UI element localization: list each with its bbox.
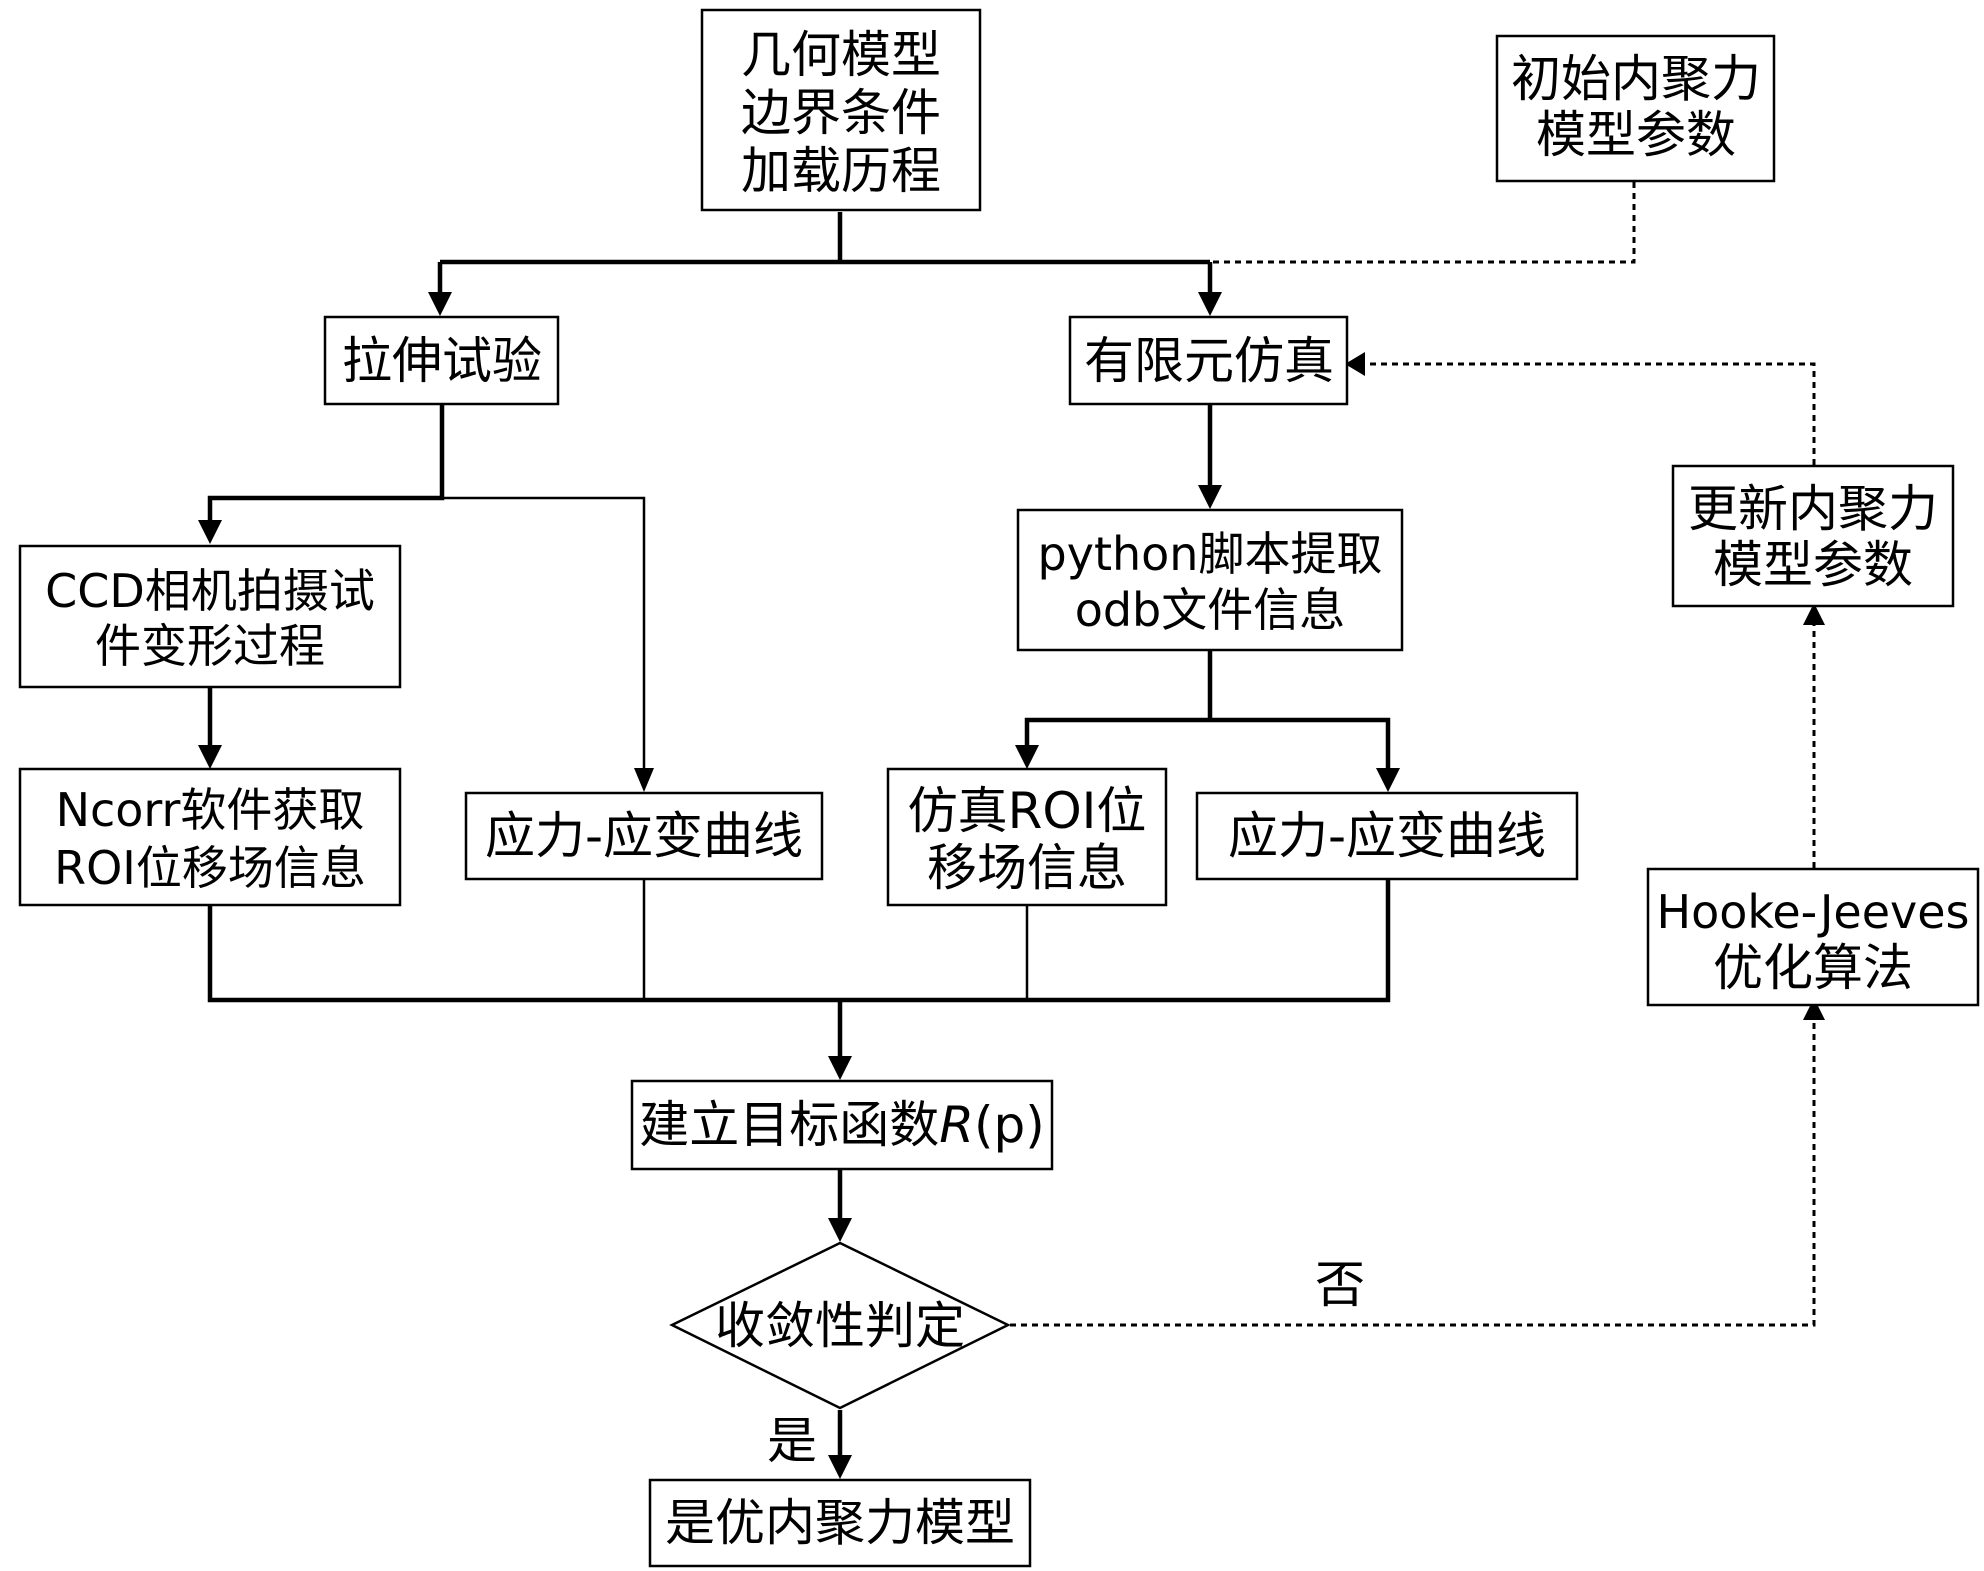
node-python-line-1: python脚本提取 [1038, 527, 1383, 581]
node-fe-sim-label: 有限元仿真 [1084, 332, 1334, 390]
node-update-params-line-1: 更新内聚力 [1688, 480, 1938, 538]
node-ccd-line-2: 件变形过程 [95, 619, 325, 673]
edge-label-yes: 是 [767, 1412, 817, 1470]
node-stress-strain-sim-label: 应力-应变曲线 [1228, 807, 1546, 865]
node-optimal-model: 是优内聚力模型 [648, 1478, 1032, 1568]
node-hooke-jeeves: Hooke-Jeeves 优化算法 [1646, 867, 1980, 1007]
node-tensile-test: 拉伸试验 [323, 315, 560, 406]
arrow-to-sim-roi [1015, 745, 1039, 769]
edge-collect [207, 880, 1391, 1003]
node-objective-label: 建立目标函数R(p) [639, 1096, 1045, 1154]
edge-initial-params-to-fe-sim [1210, 182, 1636, 264]
node-geometry-line-3: 加载历程 [741, 142, 941, 200]
node-update-params-line-2: 模型参数 [1713, 536, 1913, 594]
arrowheads [198, 292, 1825, 1479]
node-stress-strain-sim: 应力-应变曲线 [1195, 791, 1579, 881]
connectors [207, 182, 1816, 1455]
arrow-to-optimal [828, 1455, 852, 1479]
arrow-to-python [1198, 485, 1222, 509]
node-convergence: 收敛性判定 [669, 1241, 1011, 1410]
arrow-to-stress-exp [634, 768, 654, 792]
edge-python-split [1024, 651, 1391, 768]
node-ccd-line-1: CCD相机拍摄试 [45, 564, 375, 618]
arrow-to-update [1803, 603, 1825, 625]
node-python: python脚本提取 odb文件信息 [1016, 508, 1404, 652]
node-sim-roi: 仿真ROI位 移场信息 [886, 767, 1168, 907]
node-ncorr: Ncorr软件获取 ROI位移场信息 [18, 767, 402, 907]
node-ccd: CCD相机拍摄试 件变形过程 [18, 544, 402, 689]
edge-convergence-no [1010, 1020, 1816, 1327]
node-geometry-line-1: 几何模型 [741, 26, 941, 84]
node-objective-symbol: R [939, 1096, 974, 1154]
node-update-params: 更新内聚力 模型参数 [1671, 464, 1955, 608]
node-stress-strain-exp: 应力-应变曲线 [464, 791, 824, 881]
node-hooke-jeeves-line-1: Hooke-Jeeves [1657, 885, 1970, 939]
node-python-line-2: odb文件信息 [1075, 583, 1346, 637]
arrow-to-ncorr [198, 745, 222, 769]
node-tensile-test-label: 拉伸试验 [342, 332, 542, 390]
node-sim-roi-line-2: 移场信息 [927, 839, 1127, 897]
node-initial-params: 初始内聚力 模型参数 [1495, 34, 1776, 183]
node-objective: 建立目标函数R(p) [630, 1079, 1054, 1171]
arrow-to-fe-sim [1198, 292, 1222, 316]
edge-update-to-fe-sim [1365, 362, 1816, 465]
node-objective-text: 建立目标函数 [639, 1096, 939, 1154]
node-optimal-model-label: 是优内聚力模型 [665, 1494, 1015, 1552]
node-ncorr-line-2: ROI位移场信息 [54, 841, 366, 895]
edge-tensile-to-stress-strain [442, 496, 646, 768]
node-stress-strain-exp-label: 应力-应变曲线 [485, 807, 803, 865]
node-hooke-jeeves-line-2: 优化算法 [1713, 939, 1913, 997]
node-sim-roi-line-1: 仿真ROI位 [908, 782, 1147, 840]
arrow-to-hooke [1803, 998, 1825, 1020]
arrow-to-convergence [828, 1218, 852, 1242]
arrow-to-fe-sim-feedback [1345, 352, 1365, 376]
node-ncorr-line-1: Ncorr软件获取 [56, 783, 365, 837]
edge-geometry-split [437, 212, 1213, 292]
node-geometry: 几何模型 边界条件 加载历程 [700, 8, 982, 212]
edge-label-no: 否 [1315, 1256, 1365, 1314]
node-convergence-label: 收敛性判定 [715, 1297, 965, 1355]
arrow-to-tensile [428, 292, 452, 316]
node-geometry-line-2: 边界条件 [741, 84, 941, 142]
edge-tensile-split [207, 405, 445, 520]
node-initial-params-line-1: 初始内聚力 [1511, 50, 1761, 108]
arrow-to-stress-sim [1376, 768, 1400, 792]
arrow-to-objective [828, 1056, 852, 1080]
node-objective-symbol-arg: (p) [974, 1096, 1045, 1154]
node-fe-sim: 有限元仿真 [1068, 315, 1349, 406]
node-initial-params-line-2: 模型参数 [1536, 106, 1736, 164]
arrow-to-ccd [198, 520, 222, 544]
